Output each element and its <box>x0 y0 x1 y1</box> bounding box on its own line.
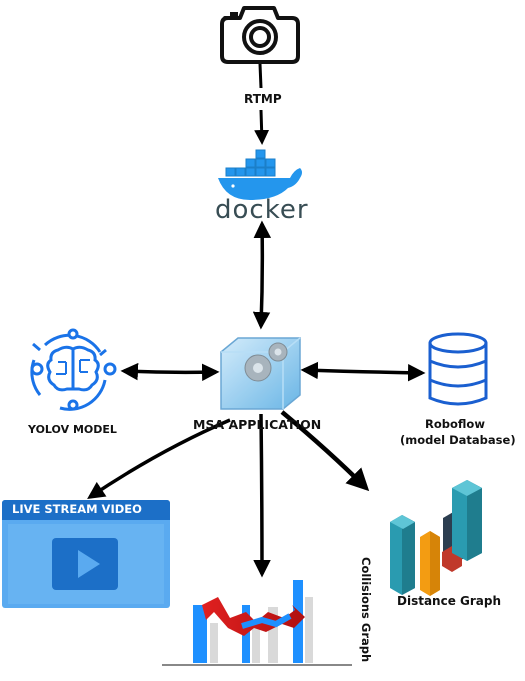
camera-icon <box>220 6 300 64</box>
bar-chart-3d-icon <box>390 480 482 596</box>
rtmp-label: RTMP <box>244 92 282 106</box>
arrow-camera-to-docker <box>254 63 270 145</box>
arrow-docker-msa <box>252 220 272 330</box>
arrow-msa-to-collisions <box>253 413 271 578</box>
arrow-msa-to-video <box>87 418 231 499</box>
arrow-msa-roboflow <box>300 361 426 382</box>
gears-app-icon <box>220 337 301 410</box>
roboflow-label: Roboflow <box>425 417 485 431</box>
docker-label: docker <box>215 195 309 225</box>
arrow-yolo-msa <box>120 362 220 382</box>
live-stream-title: LIVE STREAM VIDEO <box>12 502 142 516</box>
yolo-model-label: YOLOV MODEL <box>28 423 117 436</box>
database-icon <box>428 332 488 406</box>
docker-whale-icon <box>218 149 302 200</box>
arrow-msa-to-distance <box>280 410 370 492</box>
roboflow-sub-label: (model Database) <box>400 433 516 447</box>
bar-chart-trend-icon <box>162 580 352 666</box>
distance-graph-label: Distance Graph <box>397 594 502 608</box>
brain-model-icon <box>30 328 117 411</box>
video-player-icon <box>2 500 170 608</box>
msa-application-label: MSA APPLICATION <box>193 417 322 432</box>
collisions-graph-label: Collisions Graph <box>359 557 373 663</box>
